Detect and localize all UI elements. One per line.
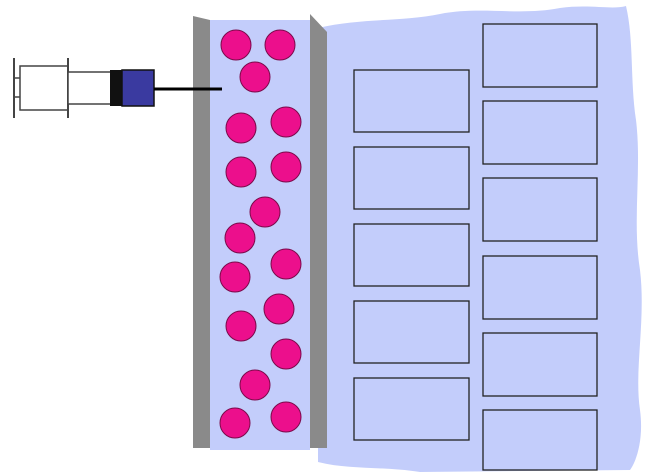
tissue-cell (482, 100, 598, 165)
nanoparticle (225, 112, 257, 144)
syringe-barrel-front (67, 71, 113, 105)
tissue-cell (353, 300, 470, 364)
nanoparticle (239, 61, 271, 93)
tissue-cell (482, 177, 598, 242)
tissue-cell (353, 377, 470, 441)
nanoparticle (225, 156, 257, 188)
syringe-icon (13, 58, 222, 118)
nanoparticle (219, 261, 251, 293)
nanoparticle (239, 369, 271, 401)
tissue-cell (353, 146, 470, 210)
syringe-band (110, 70, 122, 106)
nanoparticle (270, 248, 302, 280)
nanoparticle (220, 29, 252, 61)
nanoparticle (270, 338, 302, 370)
nanoparticle (249, 196, 281, 228)
nanoparticle (270, 106, 302, 138)
tissue-cell-group (353, 23, 598, 471)
nanoparticle (270, 401, 302, 433)
tissue-region (318, 6, 642, 472)
syringe-cartridge (121, 69, 155, 107)
tissue-cell (353, 223, 470, 287)
vessel-wall-left (193, 16, 210, 448)
nanoparticle (263, 293, 295, 325)
nanoparticle (225, 310, 257, 342)
tissue-cell (482, 23, 598, 88)
tissue-cell (353, 69, 470, 133)
tissue-cell (482, 409, 598, 471)
syringe-barrel (19, 65, 69, 111)
nanoparticle-group (219, 29, 302, 439)
vessel-wall-right (310, 14, 327, 448)
nanoparticle (270, 151, 302, 183)
tissue-cell (482, 332, 598, 397)
nanoparticle (219, 407, 251, 439)
tissue-cell (482, 255, 598, 320)
nanoparticle (224, 222, 256, 254)
nanoparticle (264, 29, 296, 61)
